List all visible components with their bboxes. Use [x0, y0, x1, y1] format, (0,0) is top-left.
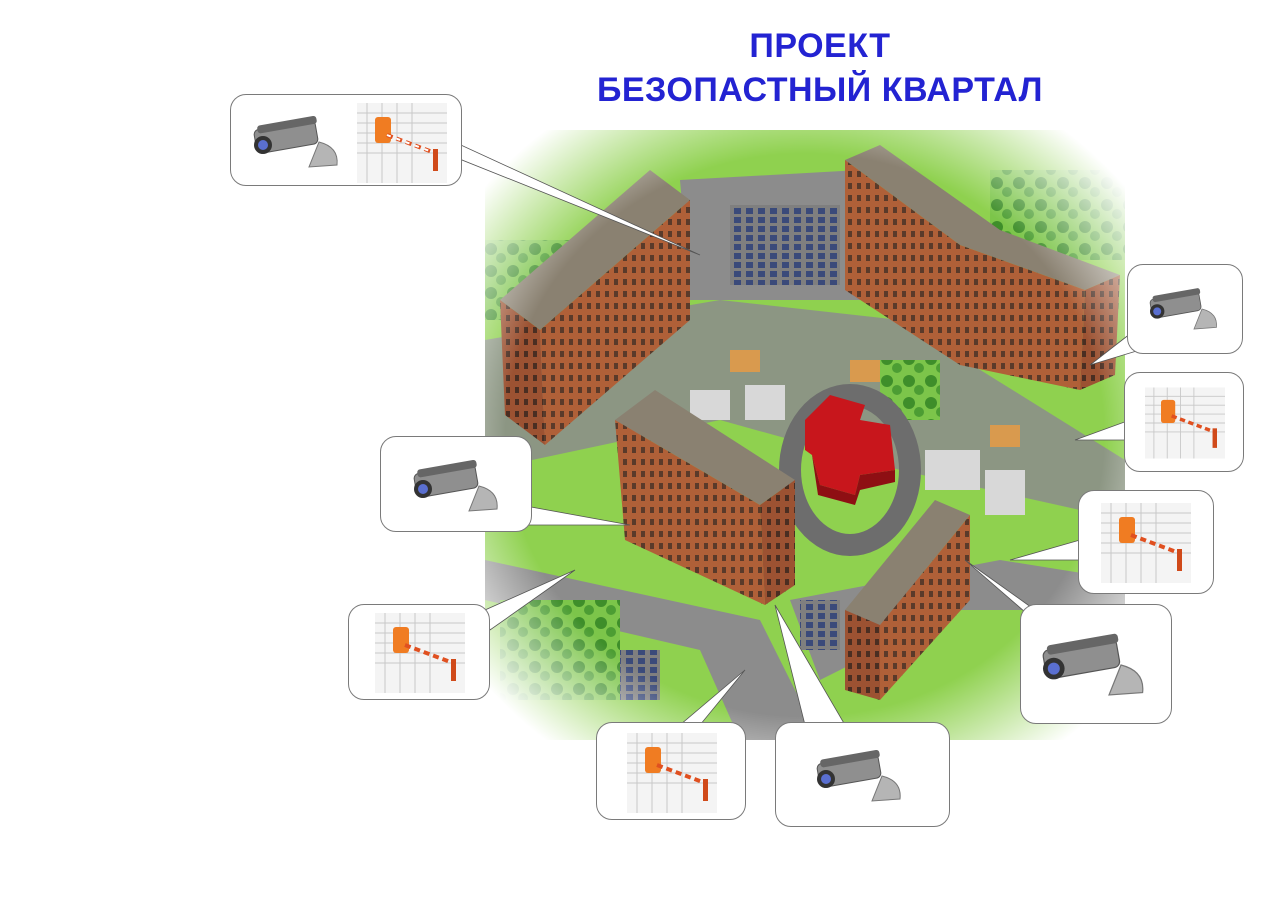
title-line-1: ПРОЕКТ — [749, 27, 891, 65]
callout-right-upper — [1127, 264, 1243, 354]
callout-bottom-left — [596, 722, 746, 820]
callout-left-middle — [380, 436, 532, 532]
barrier-gate-icon — [1145, 387, 1225, 459]
callout-pointers — [448, 139, 1141, 726]
barrier-gate-icon — [375, 613, 465, 693]
callout-right-middle — [1124, 372, 1244, 472]
callout-right-bottom — [1020, 604, 1172, 724]
callout-bottom-center — [775, 722, 950, 827]
cctv-camera-icon — [1042, 633, 1144, 696]
cctv-camera-icon — [253, 115, 338, 168]
cctv-camera-icon — [1149, 288, 1217, 330]
barrier-gate-icon — [357, 103, 447, 183]
barrier-gate-icon — [1101, 503, 1191, 583]
cctv-camera-icon — [413, 459, 498, 512]
callout-right-lower — [1078, 490, 1214, 594]
callout-left-lower — [348, 604, 490, 700]
page-title: ПРОЕКТ БЕЗОПАСТНЫЙ КВАРТАЛ — [520, 24, 1120, 112]
cctv-camera-icon — [816, 749, 901, 802]
barrier-gate-icon — [627, 733, 717, 813]
title-line-2: БЕЗОПАСТНЫЙ КВАРТАЛ — [596, 71, 1044, 109]
callout-top-left — [230, 94, 462, 186]
